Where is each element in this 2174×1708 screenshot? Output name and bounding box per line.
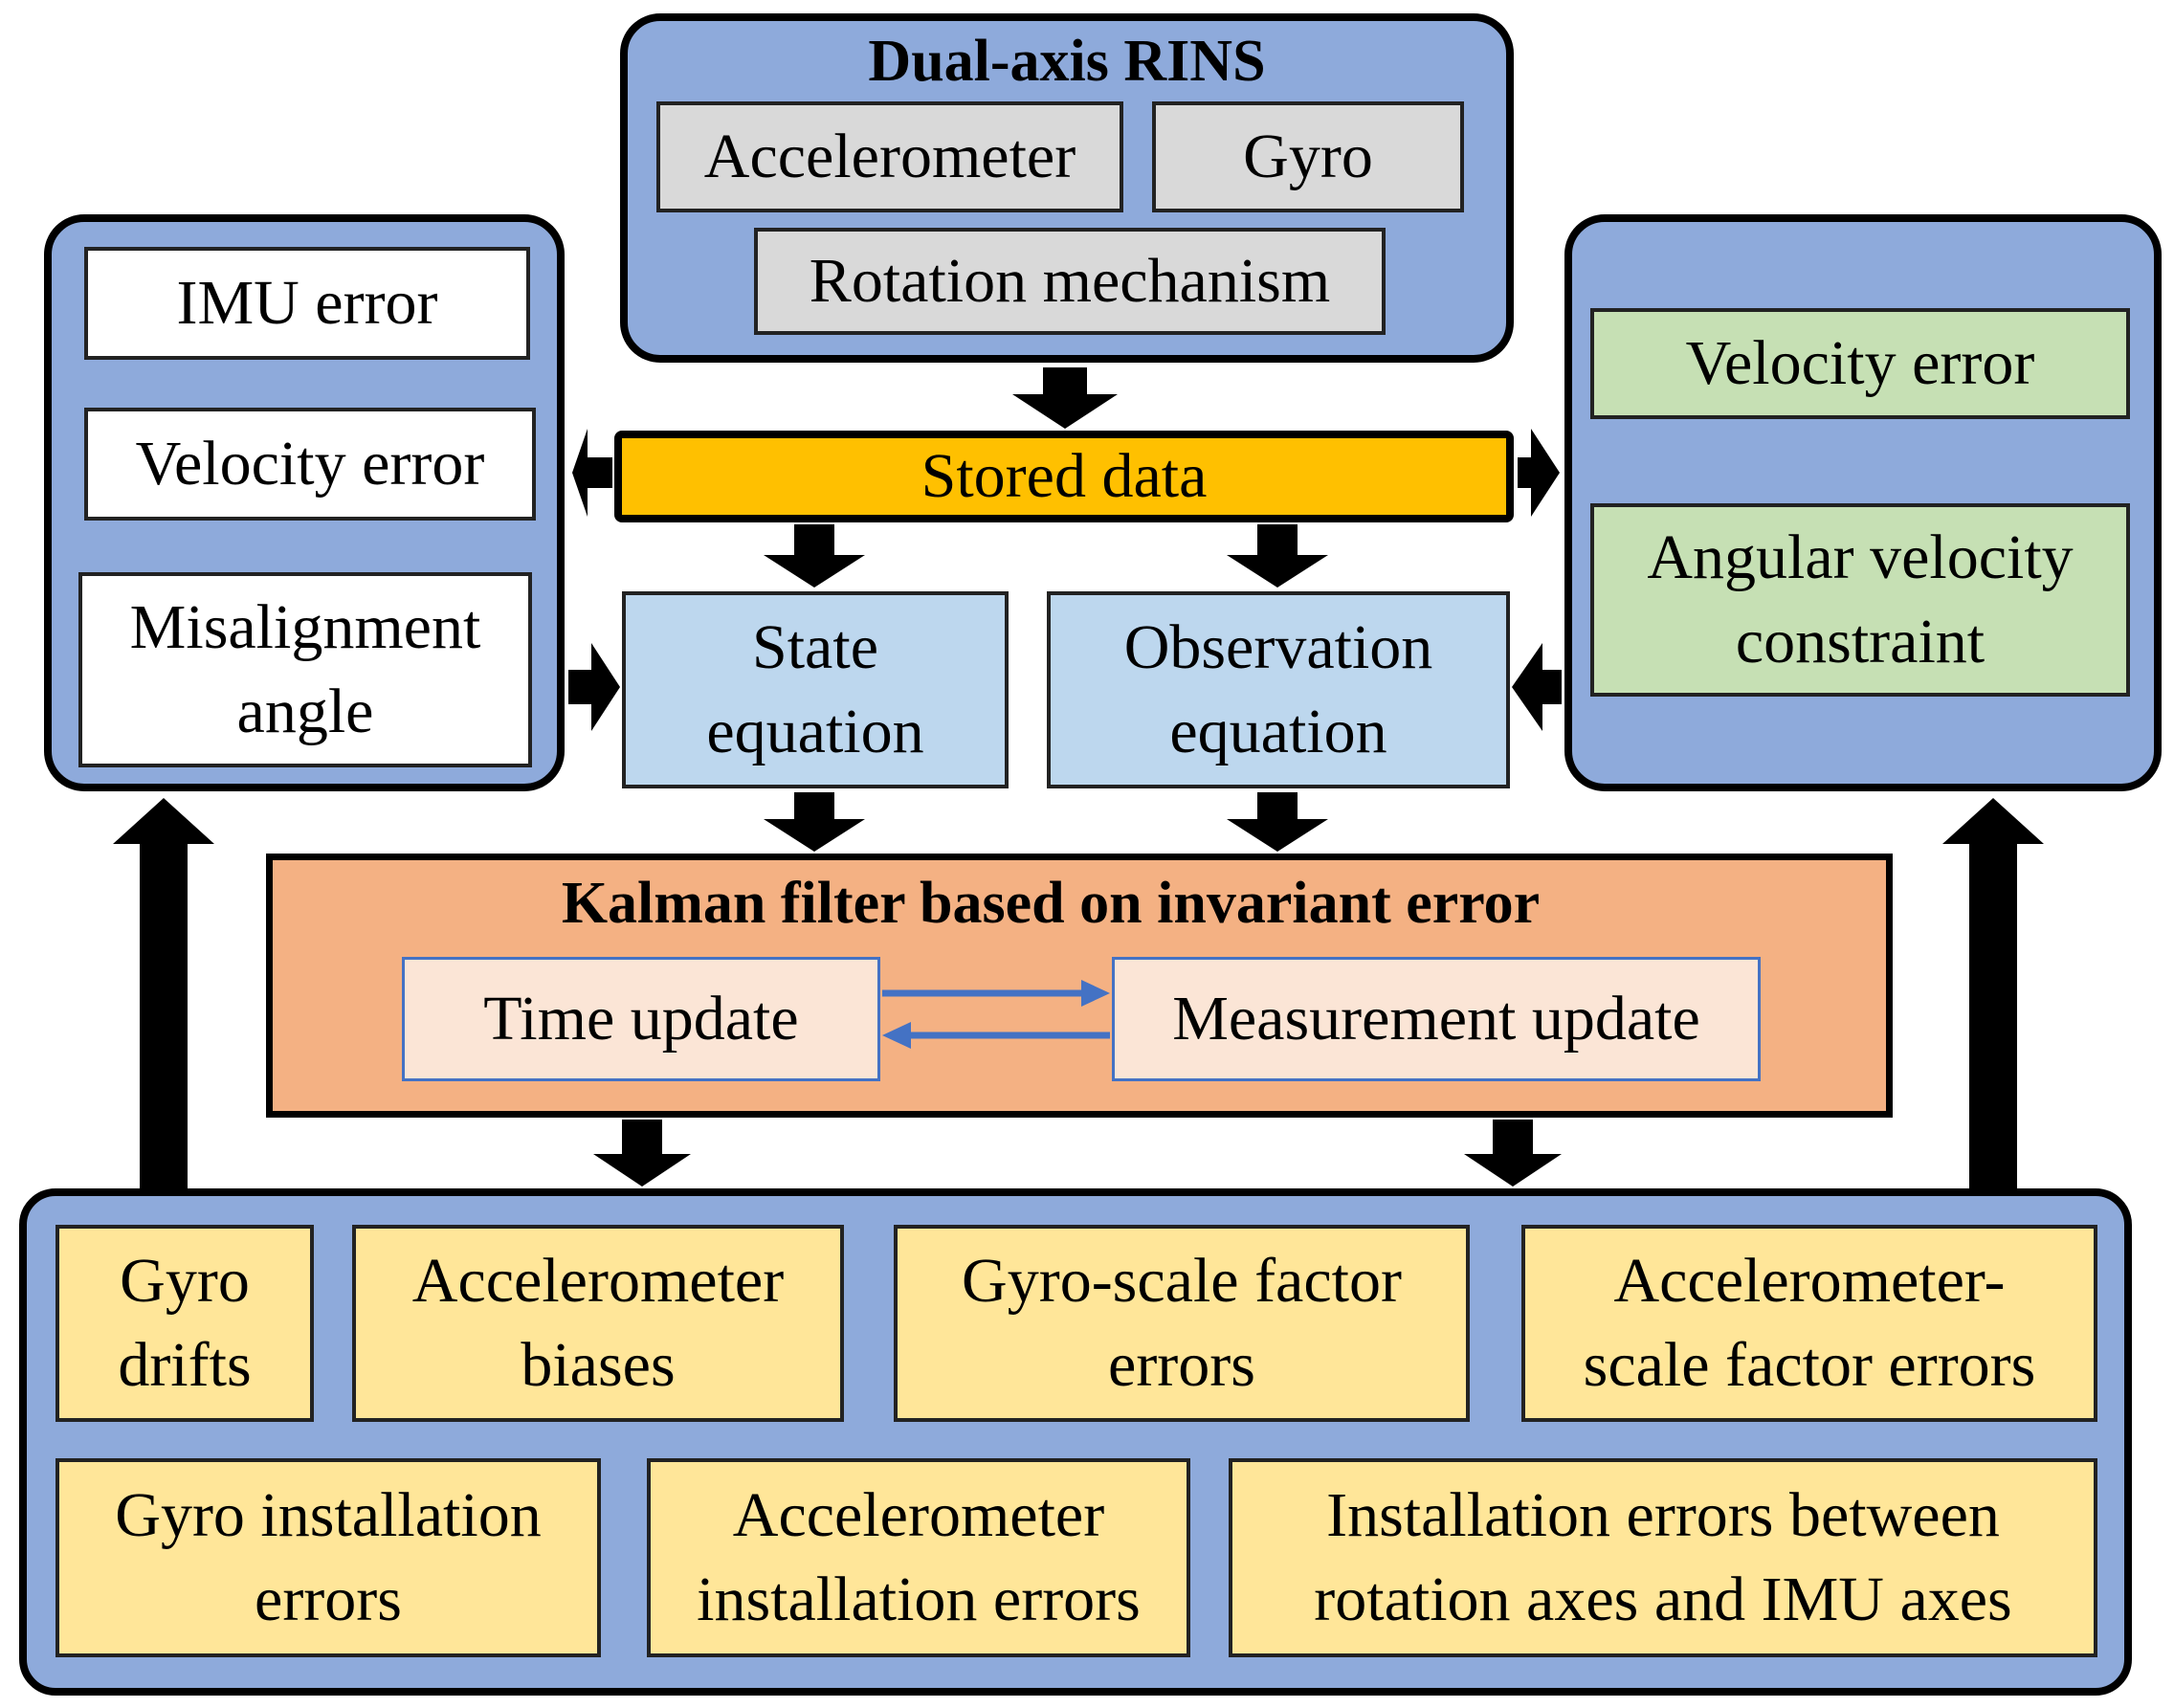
angular-velocity-constraint-box: Angular velocity constraint <box>1590 503 2130 697</box>
accelerometer-box: Accelerometer <box>656 101 1123 212</box>
connector-measurement-to-time-head <box>882 1022 911 1049</box>
arrow-stored-to-left <box>572 429 612 517</box>
gyro-install-line1: Gyro installation <box>115 1480 542 1550</box>
arrow-observation-to-kalman <box>1227 792 1328 852</box>
gyro-drifts-line1: Gyro <box>120 1246 250 1316</box>
angular-line1: Angular velocity <box>1647 522 2074 592</box>
accelerometer-scale-factor-errors-box: Accelerometer- scale factor errors <box>1521 1225 2097 1422</box>
arrow-errors-to-left-panel <box>113 798 214 1190</box>
axes-install-line2: rotation axes and IMU axes <box>1314 1564 2012 1634</box>
gyro-installation-errors-box: Gyro installation errors <box>55 1458 601 1657</box>
state-line2: equation <box>706 697 924 766</box>
connector-time-to-measurement-head <box>1081 980 1110 1007</box>
misalignment-line2: angle <box>236 677 374 746</box>
misalignment-angle-box: Misalignment angle <box>78 572 532 767</box>
rotation-mechanism-box: Rotation mechanism <box>754 228 1386 335</box>
state-equation-box: State equation <box>622 591 1009 788</box>
observation-line1: Observation <box>1123 612 1433 682</box>
acc-biases-line2: biases <box>521 1330 676 1400</box>
imu-error-box: IMU error <box>84 247 530 360</box>
arrow-kalman-to-errors-right <box>1464 1120 1562 1187</box>
accelerometer-biases-box: Accelerometer biases <box>352 1225 844 1422</box>
rotation-imu-axes-installation-errors-box: Installation errors between rotation axe… <box>1229 1458 2097 1657</box>
time-update-box: Time update <box>402 957 880 1081</box>
acc-install-line1: Accelerometer <box>732 1480 1105 1550</box>
axes-install-line1: Installation errors between <box>1326 1480 2000 1550</box>
state-line1: State <box>752 612 878 682</box>
stored-data-box: Stored data <box>614 431 1514 522</box>
arrow-stored-to-observation <box>1227 524 1328 588</box>
arrow-errors-to-right-panel <box>1942 798 2044 1190</box>
gyro-scale-factor-errors-box: Gyro-scale factor errors <box>894 1225 1470 1422</box>
gyro-scale-line1: Gyro-scale factor <box>962 1246 1402 1316</box>
rins-title: Dual-axis RINS <box>868 29 1266 94</box>
gyro-install-line2: errors <box>255 1564 402 1634</box>
arrow-stored-to-state <box>764 524 865 588</box>
observation-line2: equation <box>1169 697 1387 766</box>
right-velocity-error-box: Velocity error <box>1590 308 2130 419</box>
misalignment-line1: Misalignment <box>129 592 481 662</box>
arrow-state-to-kalman <box>764 792 865 852</box>
gyro-box: Gyro <box>1152 101 1464 212</box>
arrow-left-to-state <box>568 643 620 731</box>
arrow-rins-to-stored <box>1012 367 1118 429</box>
left-velocity-error-box: Velocity error <box>84 408 536 521</box>
arrow-stored-to-right <box>1518 429 1560 517</box>
gyro-drifts-line2: drifts <box>118 1330 252 1400</box>
acc-scale-line2: scale factor errors <box>1583 1330 2036 1400</box>
accelerometer-installation-errors-box: Accelerometer installation errors <box>647 1458 1190 1657</box>
measurement-update-box: Measurement update <box>1112 957 1761 1081</box>
acc-install-line2: installation errors <box>697 1564 1141 1634</box>
gyro-scale-line2: errors <box>1108 1330 1255 1400</box>
gyro-drifts-box: Gyro drifts <box>55 1225 314 1422</box>
kalman-title: Kalman filter based on invariant error <box>561 871 1541 936</box>
angular-line2: constraint <box>1735 607 1985 677</box>
arrow-kalman-to-errors-left <box>593 1120 691 1187</box>
arrow-right-to-observation <box>1512 643 1562 731</box>
acc-biases-line1: Accelerometer <box>411 1246 785 1316</box>
observation-equation-box: Observation equation <box>1047 591 1510 788</box>
acc-scale-line1: Accelerometer- <box>1613 1246 2006 1316</box>
